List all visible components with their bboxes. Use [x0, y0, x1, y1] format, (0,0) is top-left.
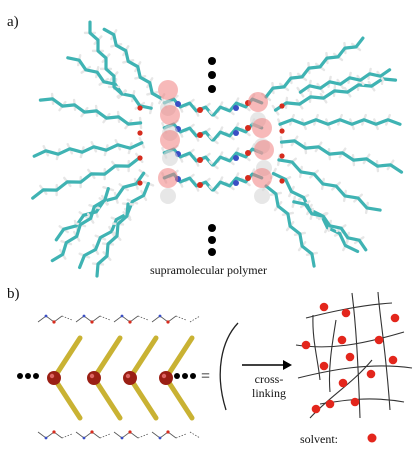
molecular-model [31, 20, 404, 278]
solvent-legend-dot [367, 433, 377, 443]
chain-node [87, 371, 101, 385]
solvent-dot [345, 352, 355, 362]
panel-a-label: a) [7, 14, 19, 30]
solvent-dot [366, 369, 376, 379]
ellipsis-top [208, 57, 216, 93]
solvent-dot [337, 335, 347, 345]
solvent-dot [388, 355, 398, 365]
solvent-dot [319, 361, 329, 371]
panel-b-label: b) [7, 286, 20, 302]
solvent-dot [350, 397, 360, 407]
schematic-chain: = [17, 314, 210, 440]
hydrogen-bond-row-bottom [37, 430, 201, 440]
solvent-dot [325, 399, 335, 409]
zigzag-rods [51, 335, 195, 421]
ellipsis-bottom [208, 224, 216, 256]
solvent-dots [301, 302, 400, 414]
solvent-dot [301, 340, 311, 350]
solvent-dot [319, 302, 329, 312]
solvent-dot [374, 335, 384, 345]
solvent-dot [390, 313, 400, 323]
chain-node [47, 371, 61, 385]
supramolecular-polymer-caption: supramolecular polymer [150, 263, 267, 277]
chain-nodes [47, 371, 173, 385]
solvent-dot [311, 404, 321, 414]
hydrogen-bond-row-top [37, 314, 201, 324]
cross-linking-caption: cross-linking [251, 372, 286, 400]
chain-node [123, 371, 137, 385]
polymer-strand [219, 322, 239, 411]
solvent-caption: solvent: [300, 432, 338, 446]
crosslinked-network [295, 291, 413, 419]
ellipsis-right [174, 373, 196, 379]
equals-sign: = [201, 368, 210, 385]
chain-node [159, 371, 173, 385]
crosslink-arrow [242, 360, 292, 370]
ellipsis-left [17, 373, 39, 379]
solvent-dot [338, 378, 348, 388]
solvent-dot [341, 308, 351, 318]
